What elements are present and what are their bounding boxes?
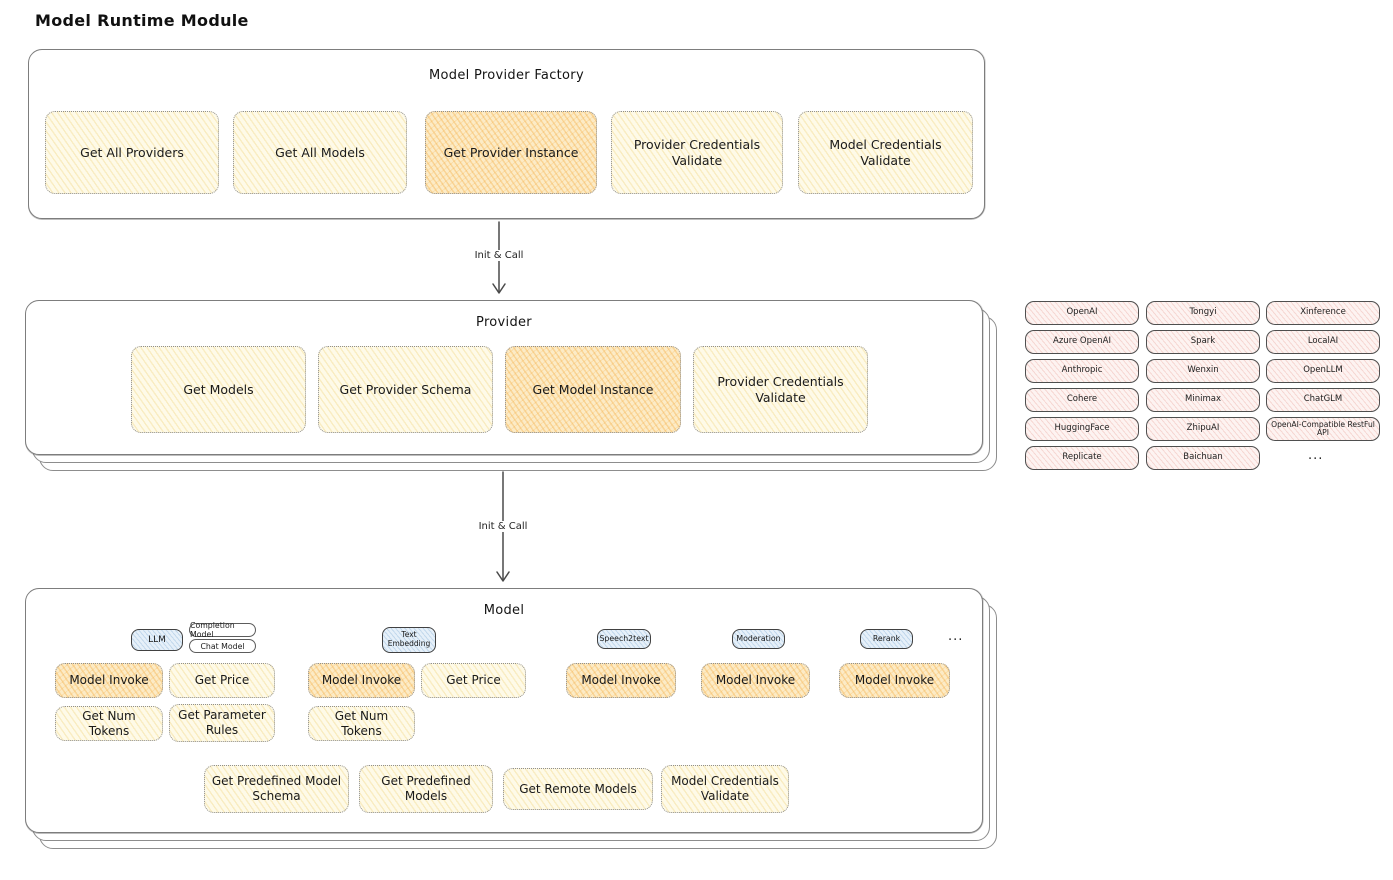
moderation-model-invoke: Model Invoke: [701, 663, 810, 698]
provider-zhipuai: ZhipuAI: [1146, 417, 1260, 441]
provider-get-models: Get Models: [131, 346, 306, 433]
tag-llm: LLM: [131, 629, 183, 651]
tag-speech2text: Speech2text: [597, 629, 651, 649]
embedding-model-invoke: Model Invoke: [308, 663, 415, 698]
factory-get-all-models: Get All Models: [233, 111, 407, 194]
arrow-label-init-call-1: Init & Call: [462, 250, 536, 261]
provider-spark: Spark: [1146, 330, 1260, 354]
get-predefined-model-schema: Get Predefined Model Schema: [204, 765, 349, 813]
get-remote-models: Get Remote Models: [503, 768, 653, 810]
model-tags-more-ellipsis: ...: [948, 629, 964, 644]
provider-cohere: Cohere: [1025, 388, 1139, 412]
tag-text-embedding: Text Embedding: [382, 627, 436, 653]
tag-rerank: Rerank: [860, 629, 913, 649]
provider-replicate: Replicate: [1025, 446, 1139, 470]
factory-get-provider-instance: Get Provider Instance: [425, 111, 597, 194]
llm-model-invoke: Model Invoke: [55, 663, 163, 698]
tag-completion-model: Completion Model: [189, 621, 256, 639]
factory-get-all-providers: Get All Providers: [45, 111, 219, 194]
embedding-get-price: Get Price: [421, 663, 526, 698]
provider-xinference: Xinference: [1266, 301, 1380, 325]
factory-panel: Model Provider Factory Get All Providers…: [28, 49, 985, 219]
factory-title: Model Provider Factory: [429, 68, 584, 83]
arrow-label-init-call-2: Init & Call: [466, 521, 540, 532]
provider-wenxin: Wenxin: [1146, 359, 1260, 383]
provider-chatglm: ChatGLM: [1266, 388, 1380, 412]
provider-openllm: OpenLLM: [1266, 359, 1380, 383]
provider-tongyi: Tongyi: [1146, 301, 1260, 325]
provider-provider-credentials-validate: Provider Credentials Validate: [693, 346, 868, 433]
provider-baichuan: Baichuan: [1146, 446, 1260, 470]
providers-more-ellipsis: ...: [1308, 448, 1324, 463]
rerank-model-invoke: Model Invoke: [839, 663, 950, 698]
page-title: Model Runtime Module: [35, 11, 249, 30]
tag-moderation: Moderation: [732, 629, 785, 649]
provider-panel: Provider Get Models Get Provider Schema …: [25, 300, 983, 455]
provider-get-provider-schema: Get Provider Schema: [318, 346, 493, 433]
factory-model-credentials-validate: Model Credentials Validate: [798, 111, 973, 194]
provider-azure-openai: Azure OpenAI: [1025, 330, 1139, 354]
provider-huggingface: HuggingFace: [1025, 417, 1139, 441]
provider-localai: LocalAI: [1266, 330, 1380, 354]
provider-openai-compatible: OpenAI-Compatible RestFul API: [1266, 417, 1380, 441]
embedding-get-num-tokens: Get Num Tokens: [308, 706, 415, 741]
get-predefined-models: Get Predefined Models: [359, 765, 493, 813]
model-credentials-validate: Model Credentials Validate: [661, 765, 789, 813]
model-title: Model: [483, 603, 525, 618]
provider-get-model-instance: Get Model Instance: [505, 346, 681, 433]
factory-provider-credentials-validate: Provider Credentials Validate: [611, 111, 783, 194]
speech2text-model-invoke: Model Invoke: [566, 663, 676, 698]
tag-chat-model: Chat Model: [189, 639, 256, 653]
provider-openai: OpenAI: [1025, 301, 1139, 325]
provider-title: Provider: [476, 315, 532, 330]
model-panel: Model LLM Completion Model Chat Model Te…: [25, 588, 983, 833]
llm-get-price: Get Price: [169, 663, 275, 698]
llm-get-num-tokens: Get Num Tokens: [55, 706, 163, 741]
provider-anthropic: Anthropic: [1025, 359, 1139, 383]
provider-minimax: Minimax: [1146, 388, 1260, 412]
llm-get-parameter-rules: Get Parameter Rules: [169, 704, 275, 742]
